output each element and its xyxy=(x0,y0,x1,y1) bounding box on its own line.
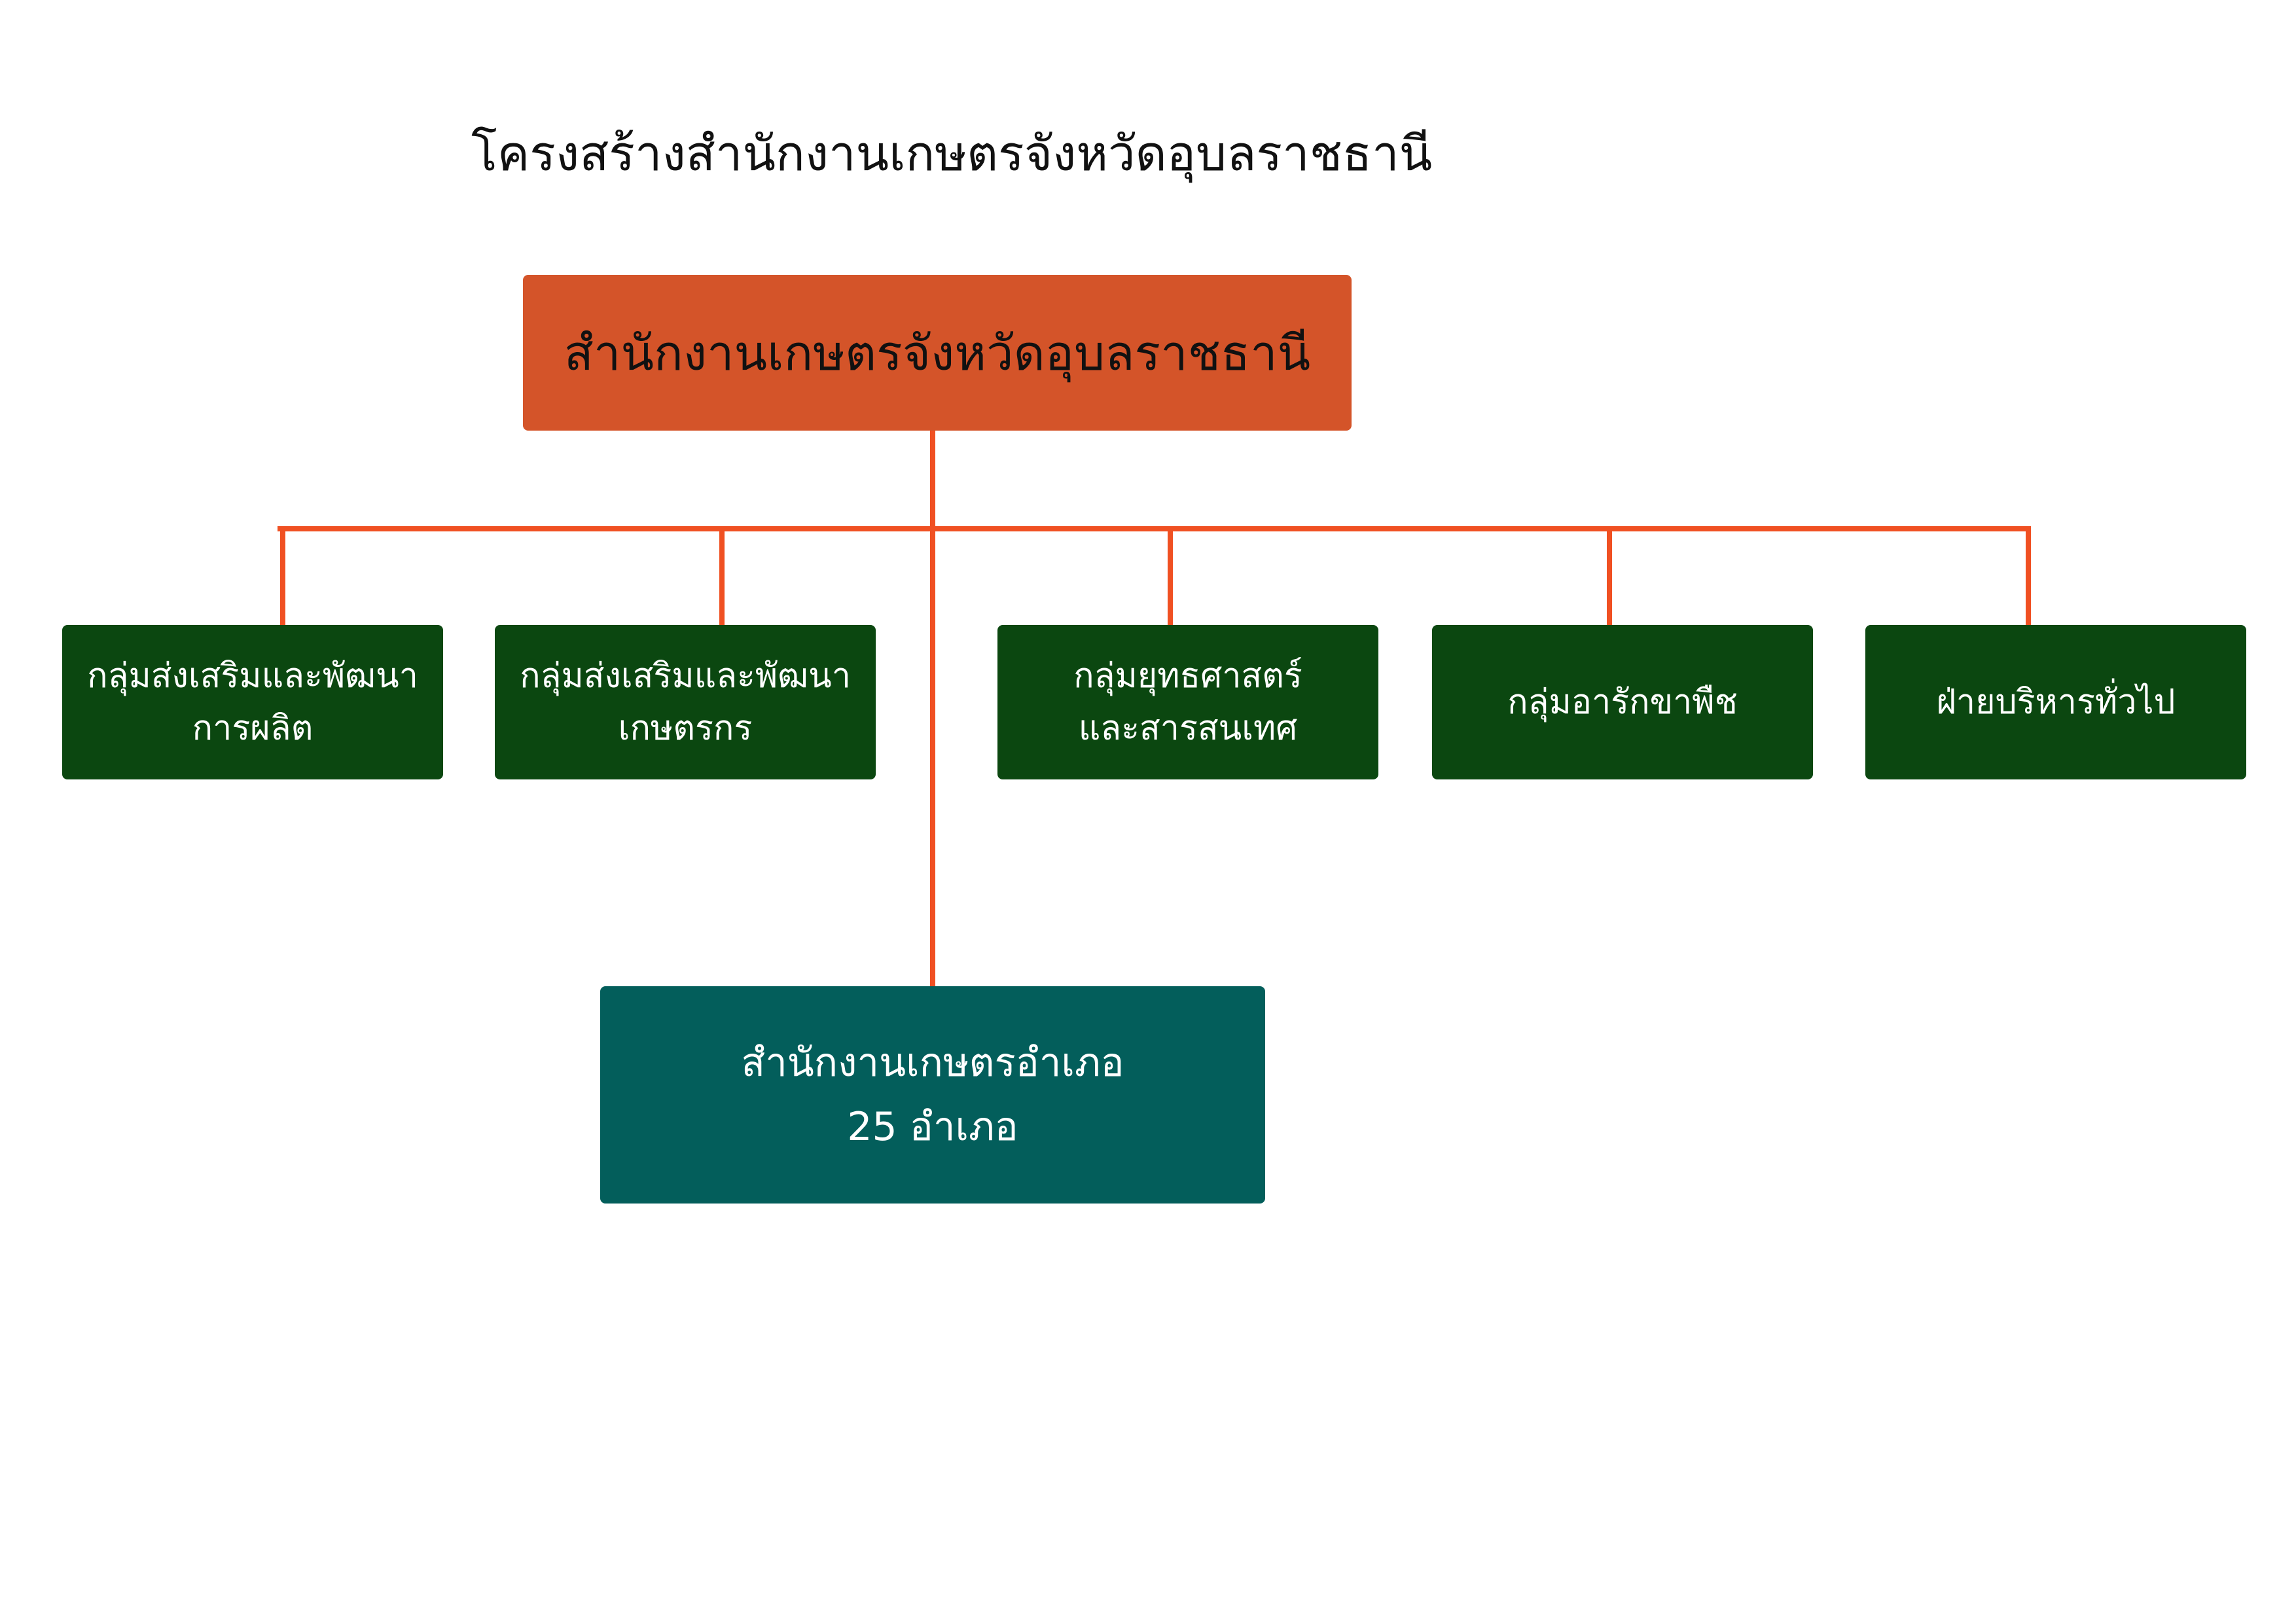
provincial-office-box: สำนักงานเกษตรจังหวัดอุบลราชธานี xyxy=(523,275,1352,431)
group-production-line-2: การผลิต xyxy=(192,709,314,748)
group-strategy-line-1: กลุ่มยุทธศาสตร์ xyxy=(1073,656,1302,696)
group-plant-protection-box: กลุ่มอารักขาพืช xyxy=(1432,625,1813,779)
group-production-line-1: กลุ่มส่งเสริมและพัฒนา xyxy=(87,656,418,696)
group-production-box: กลุ่มส่งเสริมและพัฒนา การผลิต xyxy=(62,625,443,779)
group-general-admin-label: ฝ่ายบริหารทั่วไป xyxy=(1936,683,2176,722)
group-plant-protection-label: กลุ่มอารักขาพืช xyxy=(1507,683,1738,722)
group-strategy-line-2: และสารสนเทศ xyxy=(1078,709,1298,748)
group-farmers-box: กลุ่มส่งเสริมและพัฒนา เกษตรกร xyxy=(495,625,876,779)
group-farmers-line-1: กลุ่มส่งเสริมและพัฒนา xyxy=(520,656,851,696)
group-farmers-line-2: เกษตรกร xyxy=(618,709,753,748)
provincial-office-label: สำนักงานเกษตรจังหวัดอุบลราชธานี xyxy=(564,325,1311,382)
group-strategy-box: กลุ่มยุทธศาสตร์ และสารสนเทศ xyxy=(997,625,1378,779)
district-office-line-1: สำนักงานเกษตรอำเภอ xyxy=(741,1040,1124,1086)
district-office-line-2: 25 อำเภอ xyxy=(847,1104,1018,1150)
group-general-admin-box: ฝ่ายบริหารทั่วไป xyxy=(1865,625,2246,779)
district-office-box: สำนักงานเกษตรอำเภอ 25 อำเภอ xyxy=(600,986,1265,1204)
page-title: โครงสร้างสำนักงานเกษตรจังหวัดอุบลราชธานี xyxy=(471,126,1433,182)
